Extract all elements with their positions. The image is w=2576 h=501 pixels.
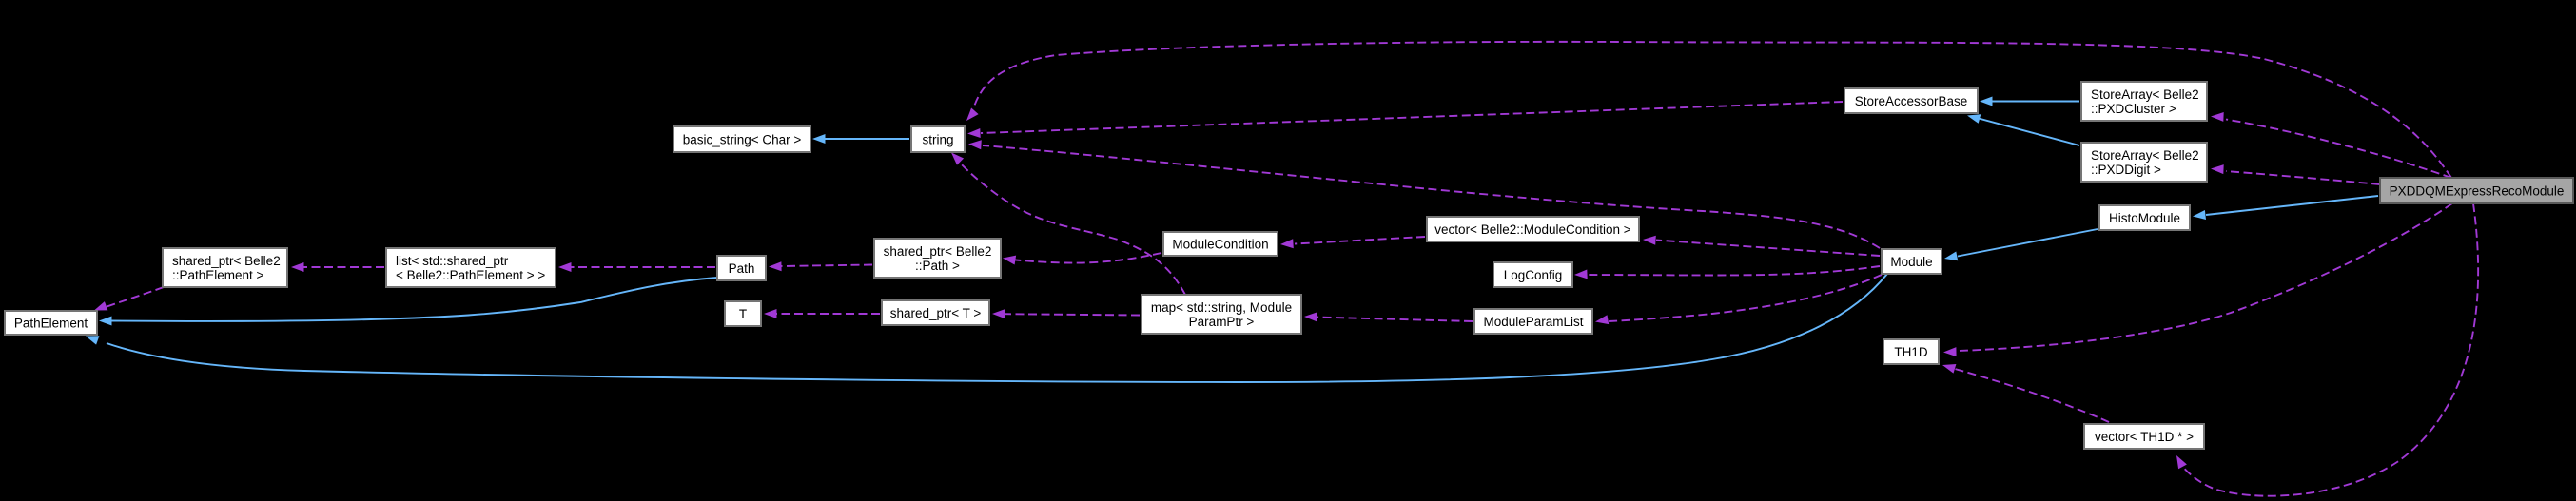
svg-text:StoreAccessorBase: StoreAccessorBase xyxy=(1855,94,1968,108)
svg-text:shared_ptr< Belle2: shared_ptr< Belle2 xyxy=(172,254,281,268)
svg-text:::PathElement >: ::PathElement > xyxy=(172,268,264,282)
svg-text:PXDDQMExpressRecoModule: PXDDQMExpressRecoModule xyxy=(2390,183,2565,198)
svg-text:PathElement: PathElement xyxy=(14,316,88,330)
svg-text:StoreArray< Belle2: StoreArray< Belle2 xyxy=(2091,148,2199,163)
svg-text:vector< Belle2::ModuleConditio: vector< Belle2::ModuleCondition > xyxy=(1434,222,1630,237)
svg-text:shared_ptr< T >: shared_ptr< T > xyxy=(890,306,982,320)
svg-text:Path: Path xyxy=(729,261,755,276)
svg-text:ModuleCondition: ModuleCondition xyxy=(1172,237,1268,251)
svg-text:< Belle2::PathElement > >: < Belle2::PathElement > > xyxy=(396,268,545,282)
svg-text:::PXDDigit >: ::PXDDigit > xyxy=(2091,163,2161,177)
svg-text:::PXDCluster >: ::PXDCluster > xyxy=(2091,102,2176,116)
svg-text:map< std::string, Module: map< std::string, Module xyxy=(1151,300,1292,315)
svg-text:ParamPtr >: ParamPtr > xyxy=(1189,315,1255,329)
svg-text:::Path >: ::Path > xyxy=(915,259,960,273)
svg-text:LogConfig: LogConfig xyxy=(1504,268,1563,282)
svg-text:vector< TH1D * >: vector< TH1D * > xyxy=(2095,430,2194,444)
svg-text:list< std::shared_ptr: list< std::shared_ptr xyxy=(396,254,509,268)
svg-text:HistoModule: HistoModule xyxy=(2109,211,2180,225)
svg-text:TH1D: TH1D xyxy=(1894,345,1928,359)
svg-text:basic_string< Char >: basic_string< Char > xyxy=(683,132,802,146)
svg-text:ModuleParamList: ModuleParamList xyxy=(1483,315,1583,329)
svg-text:shared_ptr< Belle2: shared_ptr< Belle2 xyxy=(884,244,992,259)
svg-text:string: string xyxy=(922,132,953,146)
svg-text:T: T xyxy=(739,307,747,321)
svg-text:Module: Module xyxy=(1890,255,1932,269)
svg-text:StoreArray< Belle2: StoreArray< Belle2 xyxy=(2091,87,2199,102)
